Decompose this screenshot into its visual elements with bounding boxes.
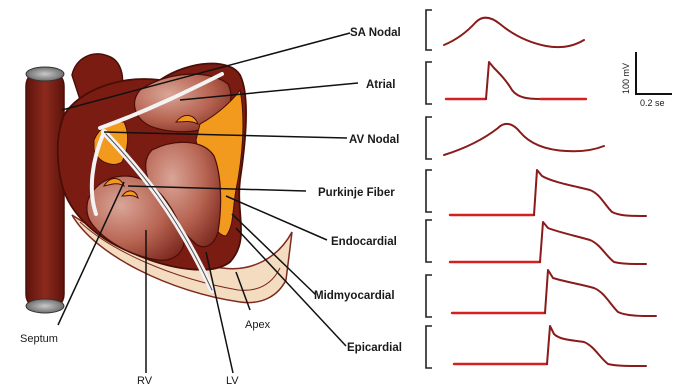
label-lv: LV xyxy=(226,375,239,387)
label-septum: Septum xyxy=(20,333,58,345)
scale-bar: 100 mV 0.2 se xyxy=(621,52,672,108)
label-endocardial: Endocardial xyxy=(331,236,397,248)
trace-midmyocardial xyxy=(452,270,656,316)
bracket-group xyxy=(426,10,432,368)
label-epicardial: Epicardial xyxy=(347,342,402,354)
trace-av-nodal xyxy=(444,124,604,155)
scale-time-label: 0.2 se xyxy=(640,98,665,108)
trace-sa-nodal xyxy=(444,18,584,47)
label-rv: RV xyxy=(137,375,153,387)
vena-cava-bottom-opening xyxy=(26,299,64,313)
label-sa-nodal: SA Nodal xyxy=(350,27,401,39)
trace-epicardial xyxy=(454,326,646,366)
vena-cava xyxy=(26,70,64,310)
label-apex: Apex xyxy=(245,319,271,331)
bracket-epicardial xyxy=(426,326,432,368)
bracket-sa-nodal xyxy=(426,10,432,50)
trace-purkinje xyxy=(450,170,646,216)
bracket-av-nodal xyxy=(426,117,432,159)
label-midmyocardial: Midmyocardial xyxy=(314,290,395,302)
label-purkinje: Purkinje Fiber xyxy=(318,187,395,199)
bracket-endocardial xyxy=(426,220,432,262)
label-atrial: Atrial xyxy=(366,79,395,91)
trace-atrial xyxy=(446,62,586,99)
bracket-purkinje xyxy=(426,170,432,212)
bracket-midmyocardial xyxy=(426,275,432,317)
scale-voltage-label: 100 mV xyxy=(621,63,631,94)
scale-bar-lines xyxy=(636,52,672,94)
bracket-atrial xyxy=(426,62,432,104)
label-av-nodal: AV Nodal xyxy=(349,134,399,146)
trace-endocardial xyxy=(450,222,646,264)
vena-cava-top-opening xyxy=(26,67,64,81)
